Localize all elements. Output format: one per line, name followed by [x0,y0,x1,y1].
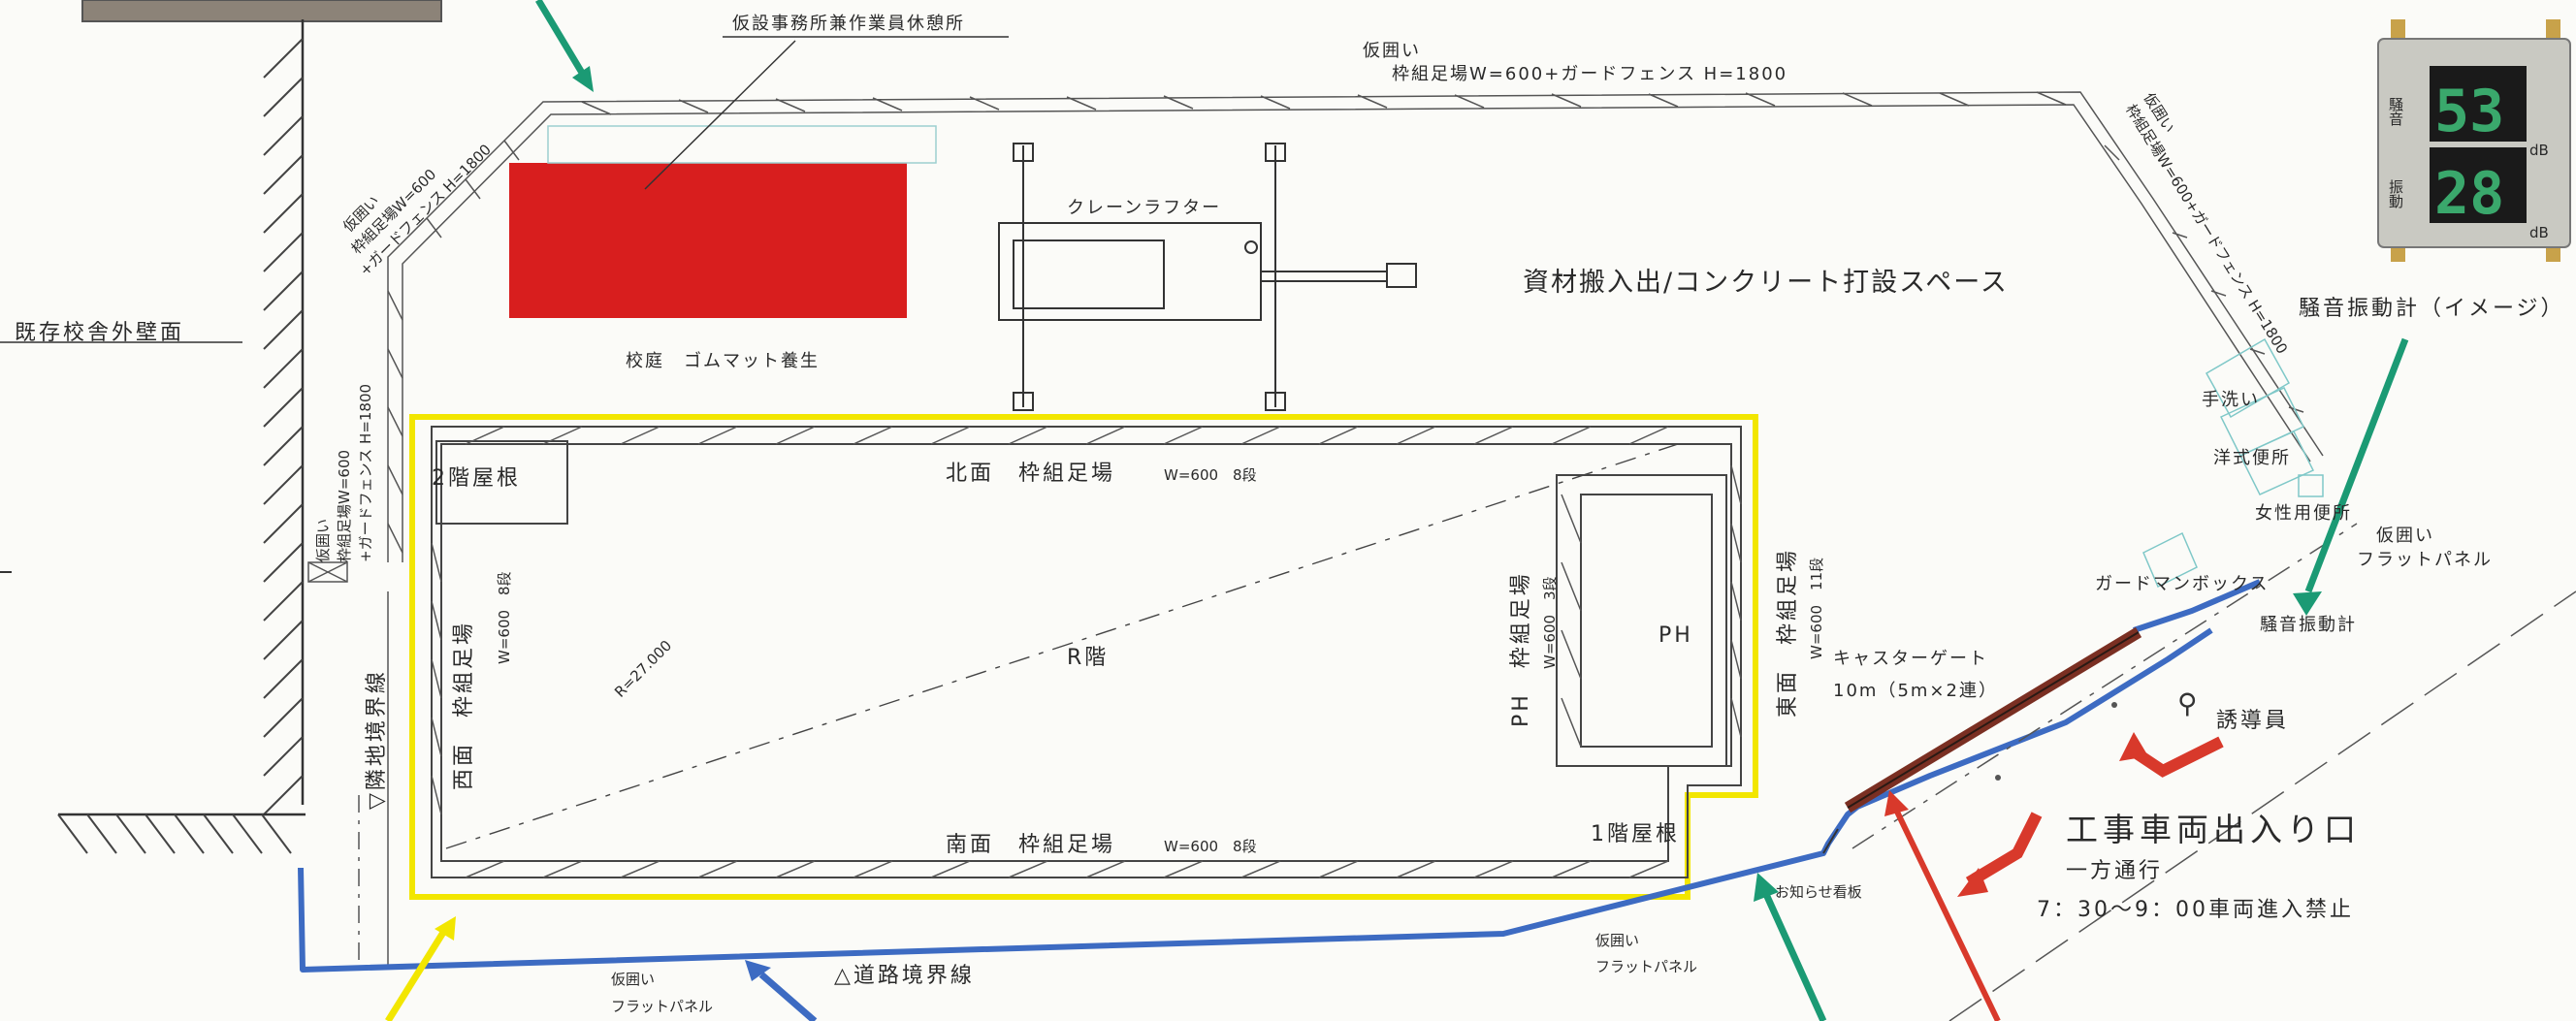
label-ph-spec: W=600 3段 [1541,576,1559,669]
label-no-entry: 7：30〜9：00車両進入禁止 [2037,898,2354,922]
label-ph-face: PH 枠組足場 [1509,571,1533,727]
meter-noise-label: 騒音 [2387,97,2404,126]
label-roof-1f: 1階屋根 [1591,822,1680,846]
label-roof-2f: 2階屋根 [432,466,521,491]
label-caster-gate-2: 10m（5m×2連） [1833,681,1998,701]
label-neighbor-boundary: ▽隣地境界線 [365,669,389,810]
meter-unit-1: dB [2529,142,2549,159]
building-scaffold [431,426,1742,878]
existing-wall-hatch [57,19,306,854]
noise-vibration-meter-device [2377,19,2571,262]
label-fence-w-1: 仮囲い [314,519,332,562]
label-noise-meter-image: 騒音振動計（イメージ） [2299,297,2565,321]
label-ph: PH [1658,623,1693,648]
label-fence-w-3: +ガードフェンス H=1800 [357,384,374,562]
meter-unit-2: dB [2529,224,2549,241]
label-western-toilet: 洋式便所 [2213,448,2291,468]
label-road-boundary: △道路境界線 [834,964,975,988]
crane-rafter [998,143,1417,411]
label-materials-space: 資材搬入出/コンクリート打設スペース [1523,268,2009,298]
meter-vib-label: 振動 [2387,179,2404,209]
label-flat-panel-sw-1: 仮囲い [611,971,655,988]
label-fence-top-1: 仮囲い [1363,41,1421,61]
label-radius: R=27.000 [611,637,675,701]
label-hand-wash: 手洗い [2202,390,2260,410]
label-flat-panel-s-2: フラットパネル [1595,958,1697,975]
label-existing-wall: 既存校舎外壁面 [15,321,184,345]
photo-fragment [82,0,441,21]
label-north-spec: W=600 8段 [1164,466,1257,484]
guide-person-icon: ⚲ [2177,687,2198,719]
label-fence-top-2: 枠組足場W=600+ガードフェンス H=1800 [1392,64,1787,84]
label-guide: 誘導員 [2216,709,2289,733]
label-east-face: 東面 枠組足場 [1776,548,1800,718]
label-one-way: 一方通行 [2066,859,2163,883]
label-fence-ne-2: 枠組足場W=600+ガードフェンス H=1800 [2122,101,2291,357]
label-flat-panel-s-1: 仮囲い [1595,932,1639,949]
label-entrance: 工事車両出入り口 [2066,811,2361,848]
label-schoolyard: 校庭 ゴムマット養生 [626,351,820,371]
label-guardman-box: ガードマンボックス [2095,574,2269,594]
label-east-spec: W=600 11段 [1808,558,1825,659]
label-female-toilet: 女性用便所 [2255,503,2352,524]
label-noise-meter: 騒音振動計 [2260,615,2357,635]
label-flat-panel-e-1: 仮囲い [2376,526,2434,546]
label-north-face: 北面 枠組足場 [946,462,1115,486]
label-crane: クレーンラフター [1067,198,1221,218]
label-flat-panel-e-2: フラットパネル [2357,550,2493,570]
temporary-fence-truss [307,91,2324,583]
label-caster-gate-1: キャスターゲート [1833,649,1988,669]
arrows [385,0,2409,1021]
meter-vib-value: 28 [2434,160,2504,228]
label-office: 仮設事務所兼作業員休憩所 [732,14,965,34]
label-fence-w-2: 枠組足場W=600 [336,450,353,562]
label-flat-panel-sw-2: フラットパネル [611,998,713,1015]
meter-noise-value: 53 [2434,78,2504,145]
label-south-face: 南面 枠組足場 [946,833,1115,857]
label-notice-board: お知らせ看板 [1775,883,1862,901]
label-west-spec: W=600 8段 [496,571,513,664]
label-r-floor: R階 [1067,646,1109,670]
label-west-face: 西面 枠組足場 [452,621,476,790]
toilet-units [2142,337,2324,589]
label-south-spec: W=600 8段 [1164,838,1257,855]
temporary-office-block [509,163,907,318]
